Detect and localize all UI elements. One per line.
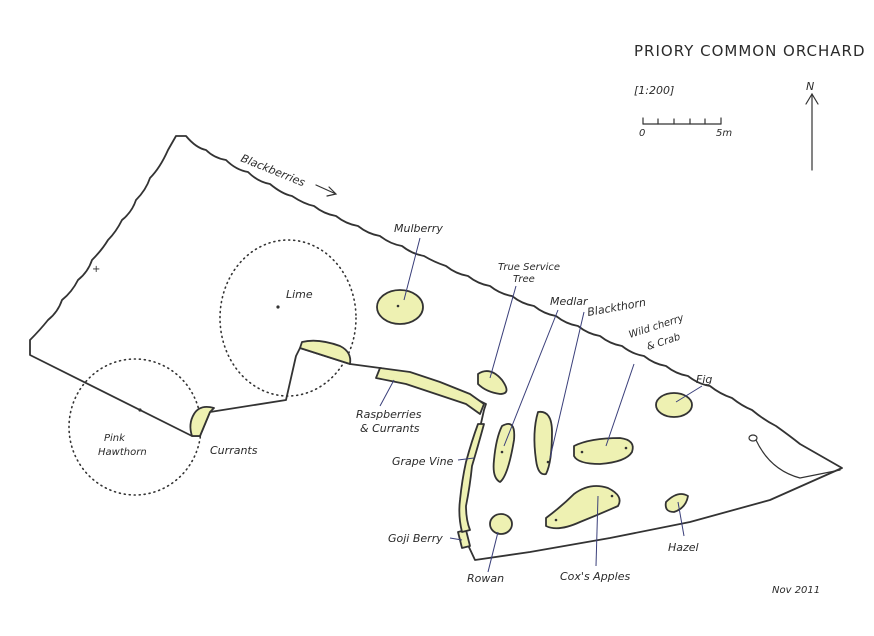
label-wild-cherry-2: & Crab (646, 332, 682, 353)
label-pink-hawthorn-2: Hawthorn (98, 447, 147, 458)
rowan-bed (489, 513, 513, 535)
label-hazel: Hazel (668, 541, 699, 554)
blackberries-arrow (315, 184, 338, 197)
label-blackthorn: Blackthorn (586, 296, 647, 319)
hazel-bed (664, 493, 689, 513)
north-arrow-icon (805, 92, 819, 171)
currants-bed (189, 405, 215, 437)
blackthorn-bed (533, 410, 553, 476)
grape-vine-leader (457, 457, 475, 461)
label-blackberries: Blackberries (239, 152, 307, 190)
coxs-apples-leader (595, 495, 599, 567)
boundary-gate-mark (748, 434, 758, 442)
scale-ratio: [1:200] (634, 84, 674, 97)
label-rowan: Rowan (467, 572, 504, 585)
label-goji-berry: Goji Berry (388, 532, 443, 545)
mulberry-bed (376, 289, 424, 325)
label-grape-vine: Grape Vine (392, 455, 454, 468)
coxs-mark-1 (554, 518, 558, 522)
map-title: PRIORY COMMON ORCHARD (634, 42, 866, 60)
pink-hawthorn-canopy (68, 358, 202, 496)
fig-leader (675, 385, 703, 403)
raspberries-leader (379, 379, 395, 407)
label-true-service-tree-2: Tree (513, 274, 535, 285)
label-true-service-tree-1: True Service (498, 262, 560, 273)
label-mulberry: Mulberry (394, 222, 443, 235)
scale-end-label: 5m (716, 128, 732, 139)
scale-start-label: 0 (639, 128, 645, 139)
mulberry-leader (403, 237, 421, 301)
label-medlar: Medlar (550, 295, 589, 308)
date-label: Nov 2011 (772, 585, 820, 596)
goji-berry-leader (449, 537, 463, 541)
pink-hawthorn-trunk (138, 408, 142, 412)
north-label: N (806, 80, 814, 93)
label-lime: Lime (286, 288, 313, 301)
medlar-mark (500, 450, 504, 454)
true-service-leader (489, 285, 517, 379)
coxs-mark-2 (610, 494, 614, 498)
boundary-mark-cross: + (92, 264, 100, 275)
hazel-leader (677, 501, 685, 537)
wild-cherry-leader (605, 363, 635, 447)
wild-cherry-mark-2 (624, 446, 628, 450)
coxs-apples-bed (545, 485, 621, 530)
hedge-bed (299, 339, 352, 365)
blackthorn-leader (549, 311, 585, 459)
wild-cherry-crab-bed (573, 437, 634, 465)
goji-berry-bed (457, 529, 471, 549)
boundary-inner-curve (755, 439, 841, 479)
label-raspberries-1: Raspberries (356, 408, 422, 421)
label-fig: Fig (696, 373, 712, 386)
grape-vine-bed (458, 423, 485, 533)
medlar-bed (492, 422, 516, 483)
blackthorn-mark (546, 460, 550, 464)
medlar-leader (503, 309, 559, 447)
label-currants: Currants (210, 444, 258, 457)
fig-bed (655, 392, 693, 418)
lime-trunk (276, 305, 280, 309)
rowan-leader (487, 531, 499, 573)
label-pink-hawthorn-1: Pink (104, 433, 126, 444)
raspberries-currants-bed (375, 367, 485, 415)
mulberry-mark (396, 304, 400, 308)
orchard-boundary (29, 135, 843, 561)
wild-cherry-mark-1 (580, 450, 584, 454)
label-coxs-apples: Cox's Apples (560, 570, 630, 583)
scale-bar (642, 117, 722, 125)
true-service-tree-bed (477, 370, 508, 395)
lime-canopy (219, 239, 357, 397)
label-raspberries-2: & Currants (360, 422, 420, 435)
